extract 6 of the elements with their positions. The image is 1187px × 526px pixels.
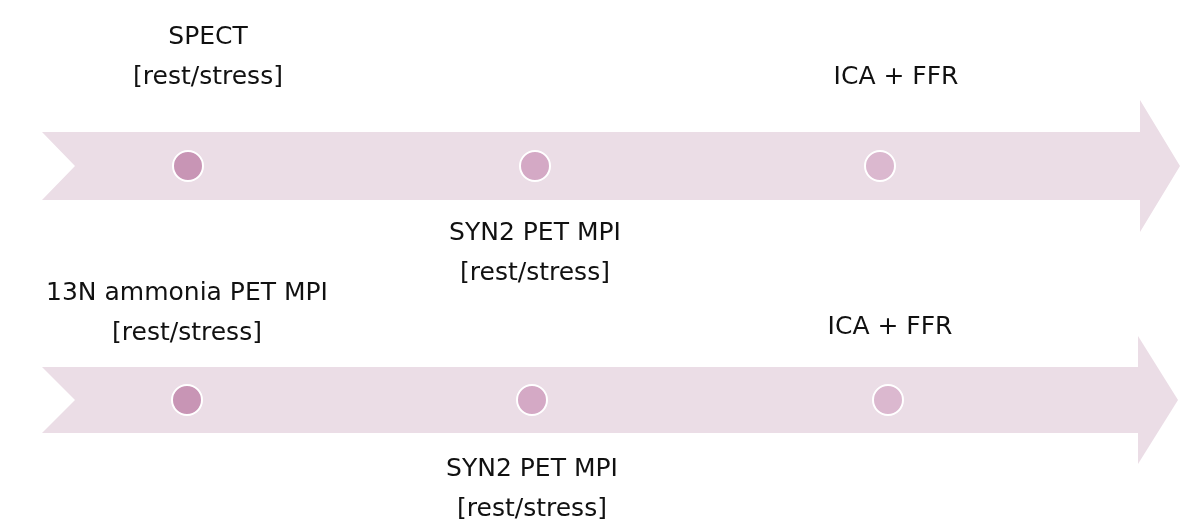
event-label: SYN2 PET MPI [rest/stress] xyxy=(448,216,622,288)
event-label: ICA + FFR xyxy=(832,60,960,92)
event-label: ICA + FFR xyxy=(826,310,954,342)
event-label: 13N ammonia PET MPI [rest/stress] xyxy=(45,276,329,348)
event-label: SYN2 PET MPI [rest/stress] xyxy=(445,452,619,524)
event-label: SPECT [rest/stress] xyxy=(132,20,284,92)
